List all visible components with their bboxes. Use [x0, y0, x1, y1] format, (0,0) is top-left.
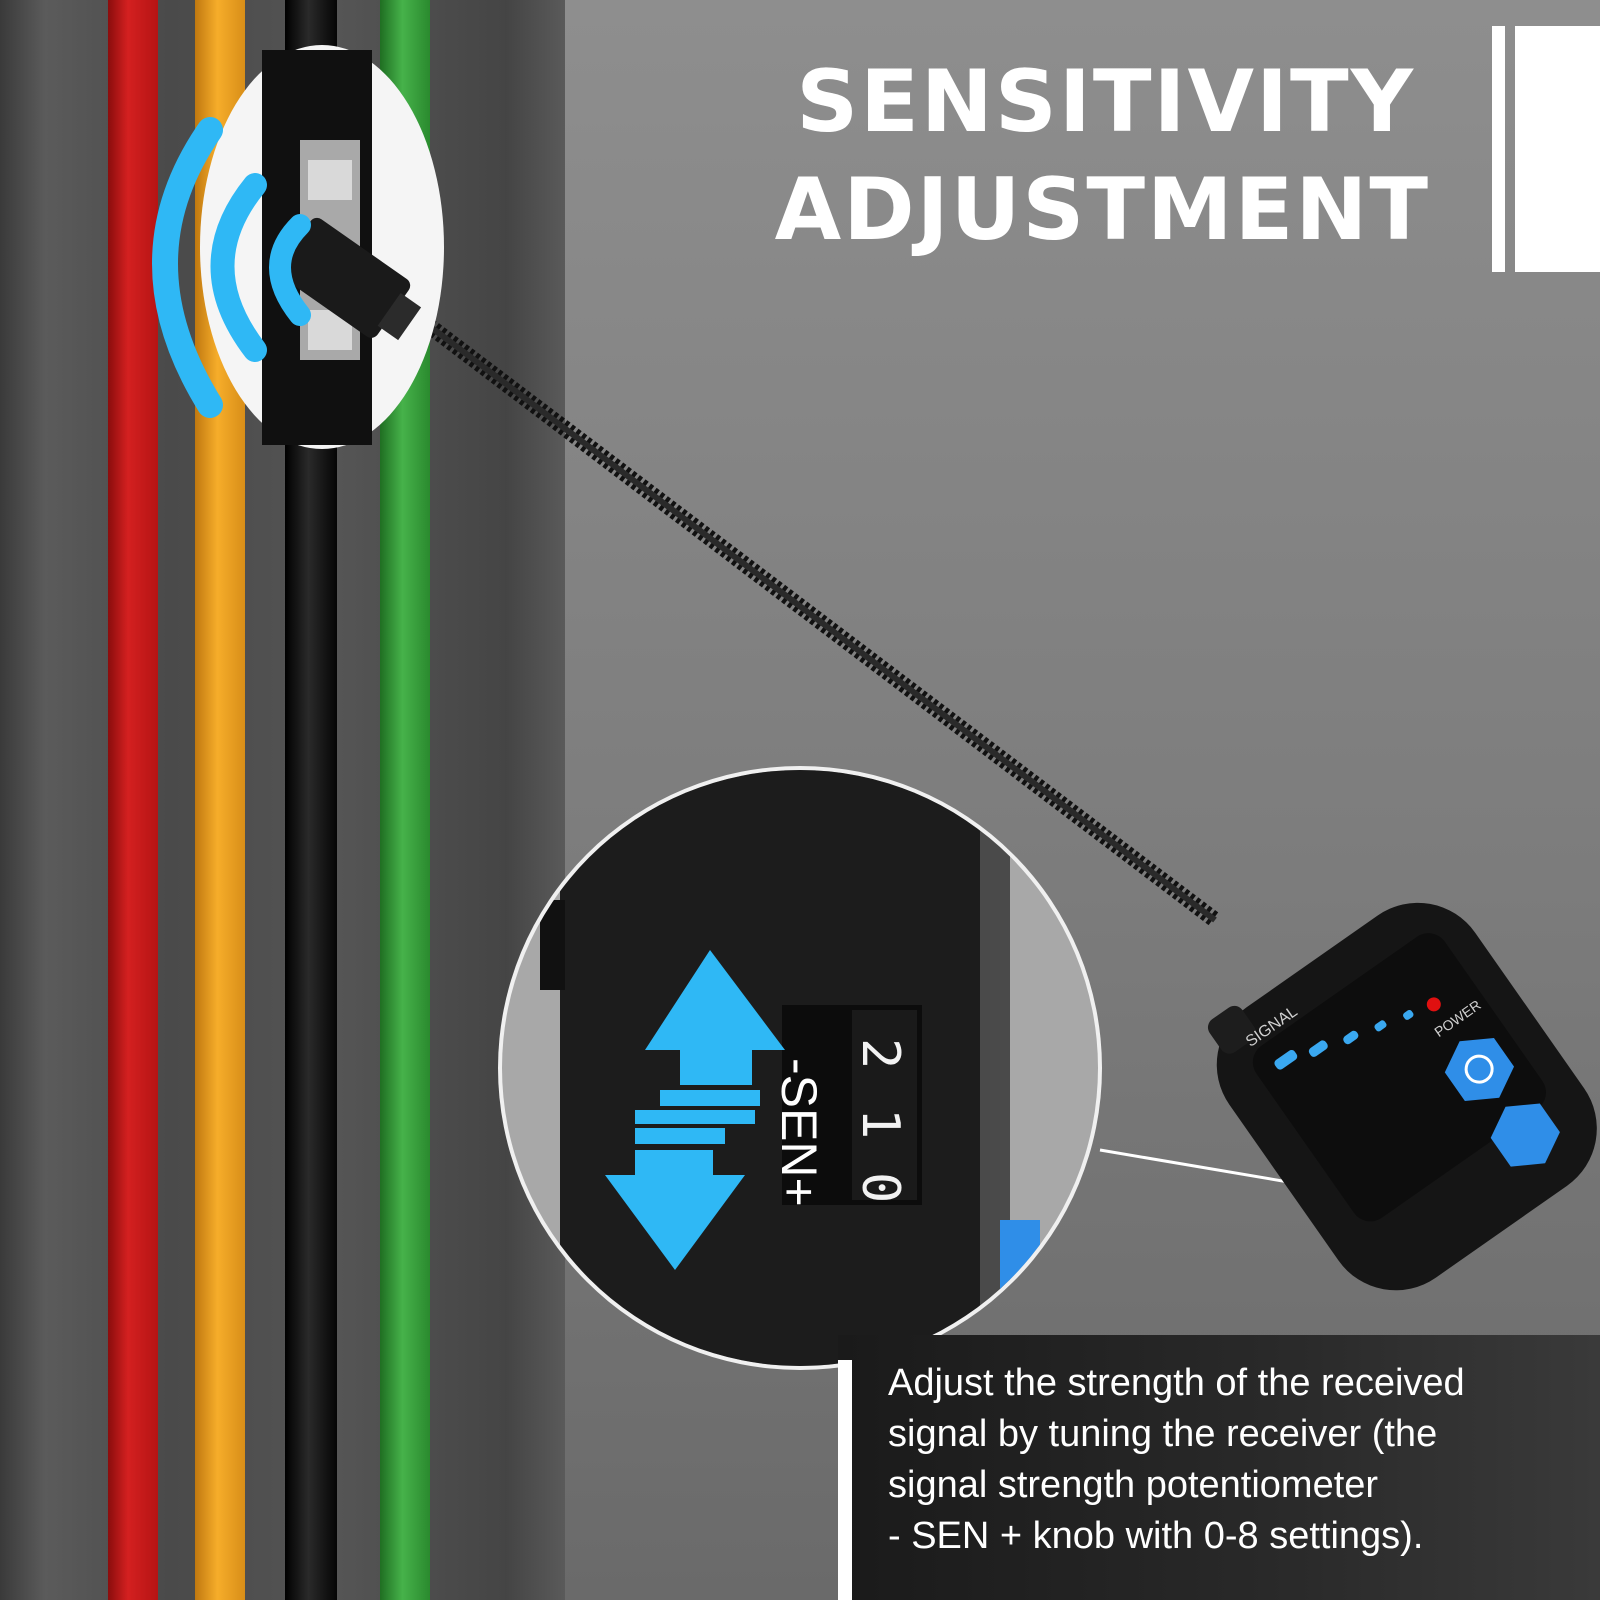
description-text: Adjust the strength of the received sign… [888, 1358, 1588, 1562]
probe-inset [200, 45, 444, 449]
description-accent-bar [838, 1360, 852, 1600]
mode-button[interactable] [1481, 1090, 1570, 1181]
receiver-device: SIGNAL POWER [1207, 902, 1597, 1291]
wire-red [108, 0, 158, 1600]
dial-sen-label: -SEN+ [771, 1058, 827, 1207]
title-line-1: SENSITIVITY [796, 52, 1415, 152]
signal-led-1 [1274, 1049, 1298, 1070]
coiled-cable-core [393, 297, 1217, 923]
dial-digit: 0 [850, 1172, 910, 1203]
signal-waves-icon [152, 117, 311, 418]
power-led [1426, 997, 1441, 1012]
adjust-arrows-icon [605, 950, 785, 1270]
title-accent-bar [1492, 26, 1505, 272]
signal-led-2 [1308, 1040, 1328, 1057]
power-button[interactable] [1435, 1024, 1524, 1115]
description-line: Adjust the strength of the received [888, 1362, 1465, 1404]
signal-led-5 [1403, 1009, 1414, 1020]
dial-zoom-inset: -SEN+ 2 1 0 [498, 766, 1102, 1370]
title-line-2: ADJUSTMENT [774, 160, 1430, 260]
dial-digit: 2 [850, 1038, 910, 1069]
title-accent-block [1515, 26, 1600, 272]
description-panel [838, 1335, 1600, 1600]
description-line: - SEN + knob with 0-8 settings). [888, 1515, 1424, 1557]
signal-led-3 [1343, 1030, 1359, 1045]
description-line: signal by tuning the receiver (the [888, 1413, 1438, 1455]
dial-digit: 1 [850, 1108, 910, 1139]
signal-led-4 [1374, 1020, 1387, 1032]
description-line: signal strength potentiometer [888, 1464, 1379, 1506]
wall-edge [505, 0, 565, 1600]
power-icon [1464, 1054, 1494, 1084]
